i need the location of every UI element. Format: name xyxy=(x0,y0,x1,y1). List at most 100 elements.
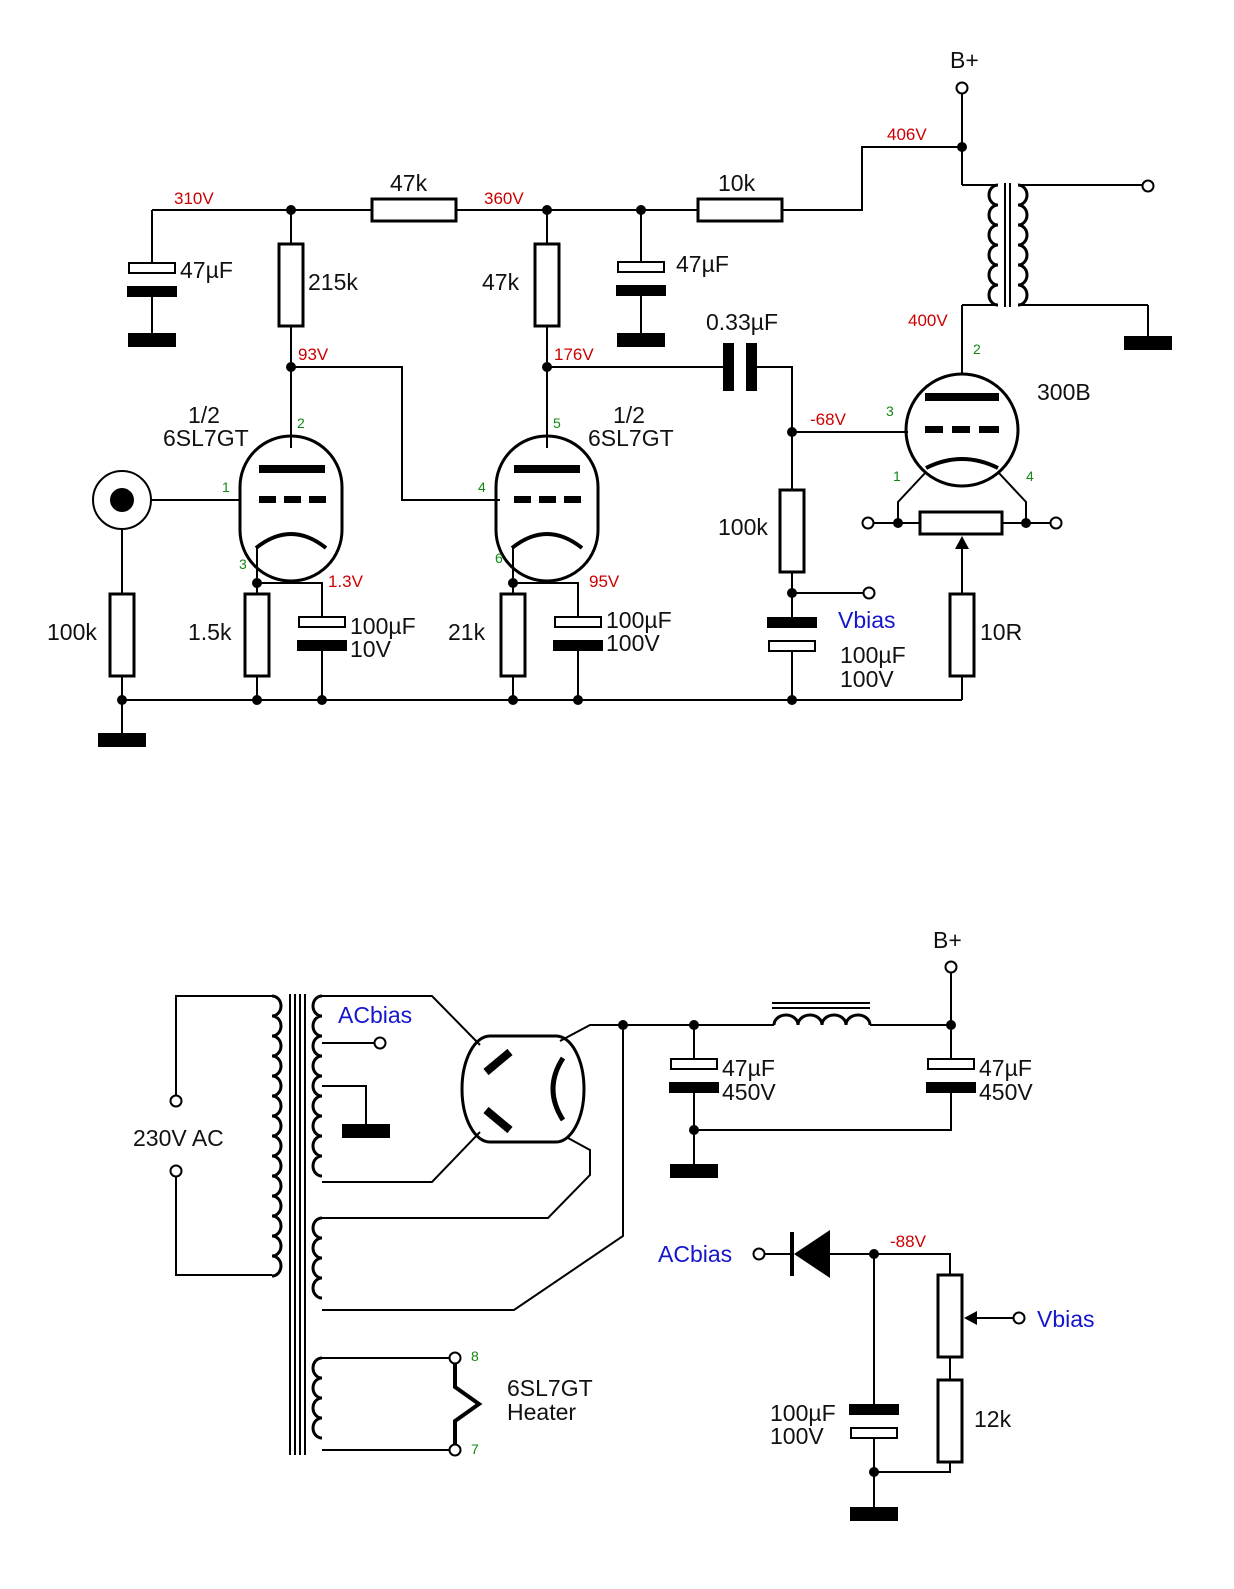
voltage-400v: 400V xyxy=(908,311,948,330)
pin-label: 1 xyxy=(222,479,230,495)
resistor-10k-label: 10k xyxy=(718,170,756,196)
mains-label: 230V AC xyxy=(133,1125,224,1151)
heater-pin-7-terminal xyxy=(448,1443,462,1457)
resistor-215k-label: 215k xyxy=(308,269,358,295)
ground-symbol xyxy=(98,733,146,747)
ground-symbol xyxy=(617,333,665,347)
resistor-47k-series-label: 47k xyxy=(390,170,428,196)
capacitor-c2-value: 47µF xyxy=(979,1055,1032,1081)
wire xyxy=(175,1177,272,1276)
voltage-310v: 310V xyxy=(174,189,214,208)
acbias-input-label: ACbias xyxy=(658,1241,732,1267)
junction-dot xyxy=(508,695,518,705)
wire xyxy=(830,1253,951,1275)
wire xyxy=(997,471,1027,523)
junction-dot xyxy=(893,518,903,528)
wiper-arrow xyxy=(964,1311,977,1325)
capacitor-100uf-2-voltage: 100V xyxy=(606,630,660,656)
wire xyxy=(322,1131,481,1183)
heater-label-line1: 6SL7GT xyxy=(507,1375,593,1401)
resistor-21k xyxy=(499,592,527,678)
vbias-terminal xyxy=(862,586,876,600)
capacitor-100uf-2-value: 100µF xyxy=(606,607,672,633)
capacitor-47uf-left-label: 47µF xyxy=(180,257,233,283)
pin-label: 1 xyxy=(893,468,901,484)
ground-symbol xyxy=(1124,336,1172,350)
wire xyxy=(322,1085,367,1124)
capacitor-plate xyxy=(926,1082,976,1093)
resistor-100k-bias xyxy=(778,488,806,574)
vbias-output-terminal xyxy=(1012,1311,1026,1325)
speaker-terminal xyxy=(1141,179,1155,193)
heater-filament xyxy=(453,1364,483,1444)
power-transformer xyxy=(271,994,323,1455)
input-jack-pin xyxy=(110,488,134,512)
resistor-1-5k-label: 1.5k xyxy=(188,619,232,645)
pin-label: 4 xyxy=(478,479,486,495)
wire xyxy=(175,995,272,1095)
capacitor-c3-value: 100µF xyxy=(770,1400,836,1426)
capacitor-plate xyxy=(127,286,177,297)
power-supply-schematic: 230V AC ACbias xyxy=(133,927,1095,1521)
capacitor-100uf-bias-value: 100µF xyxy=(840,642,906,668)
output-transformer xyxy=(962,183,1148,307)
capacitor-plate xyxy=(553,640,603,651)
resistor-10k xyxy=(696,197,784,223)
capacitor-47uf-left xyxy=(128,262,176,274)
pin-label: 3 xyxy=(886,403,894,419)
junction-dot xyxy=(117,695,127,705)
voltage-93v: 93V xyxy=(298,345,329,364)
tube1-half-label: 1/2 xyxy=(188,402,220,428)
wire xyxy=(513,582,579,617)
acbias-input-terminal xyxy=(752,1247,766,1261)
resistor-100k-grid-label: 100k xyxy=(47,619,97,645)
capacitor-100uf-c3 xyxy=(849,1404,899,1415)
voltage-1-3v: 1.3V xyxy=(328,572,364,591)
resistor-10r xyxy=(948,592,976,678)
resistor-10r-label: 10R xyxy=(980,619,1022,645)
pin-label: 5 xyxy=(553,415,561,431)
tube2-name-label: 6SL7GT xyxy=(588,425,674,451)
resistor-47k-load-label: 47k xyxy=(482,269,520,295)
wire xyxy=(257,582,323,617)
psu-bplus-terminal xyxy=(944,960,958,974)
resistor-12k xyxy=(936,1378,964,1464)
wire xyxy=(322,995,481,1046)
heater-label-line2: Heater xyxy=(507,1399,576,1425)
tube2-half-label: 1/2 xyxy=(613,402,645,428)
capacitor-033uf-label: 0.33µF xyxy=(706,309,778,335)
tube-6sl7gt-1 xyxy=(238,434,344,583)
pin-label: 2 xyxy=(973,341,981,357)
voltage-m88v: -88V xyxy=(890,1232,927,1251)
bplus-terminal xyxy=(955,81,969,95)
wire xyxy=(694,1093,952,1131)
ground-symbol xyxy=(128,333,176,347)
capacitor-47uf-right-label: 47µF xyxy=(676,251,729,277)
pin-label: 2 xyxy=(297,415,305,431)
capacitor-c1-voltage: 450V xyxy=(722,1079,776,1105)
wire xyxy=(757,366,793,490)
ground-symbol xyxy=(850,1507,898,1521)
acbias-tap-terminal xyxy=(373,1036,387,1050)
capacitor-100uf-cathode-2 xyxy=(554,616,602,628)
capacitor-100uf-bias-voltage: 100V xyxy=(840,666,894,692)
rectifier-tube xyxy=(460,1034,586,1144)
capacitor-plate xyxy=(297,640,347,651)
tube-6sl7gt-2 xyxy=(494,434,600,583)
pin-label: 4 xyxy=(1026,468,1034,484)
tube-300b-label: 300B xyxy=(1037,379,1091,405)
vbias-label: Vbias xyxy=(838,607,896,633)
wire xyxy=(874,1462,951,1473)
tube1-name-label: 6SL7GT xyxy=(163,425,249,451)
capacitor-033uf xyxy=(723,343,734,391)
psu-bplus-label: B+ xyxy=(933,927,962,953)
wire xyxy=(322,1025,624,1311)
voltage-95v: 95V xyxy=(589,572,620,591)
capacitor-47uf-c2 xyxy=(927,1058,975,1070)
capacitor-47uf-right xyxy=(617,261,665,273)
capacitor-100uf-cathode-1 xyxy=(298,616,346,628)
vbias-output-label: Vbias xyxy=(1037,1306,1095,1332)
acbias-tap-label: ACbias xyxy=(338,1002,412,1028)
wire xyxy=(322,1137,591,1219)
